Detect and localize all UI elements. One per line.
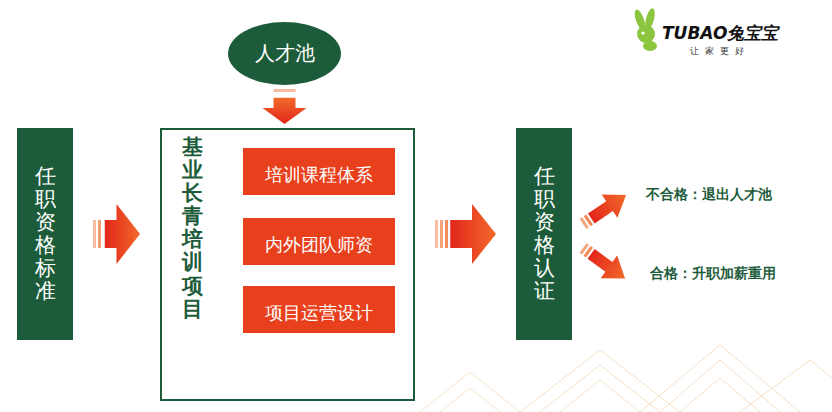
block-arrow xyxy=(105,204,140,264)
project-title: 基业长青培训项目 xyxy=(182,136,203,321)
process-box: 内外团队师资 xyxy=(243,218,395,265)
node-label: 项目运营设计 xyxy=(265,301,373,325)
standard-band: 任职资格标准 xyxy=(17,128,73,340)
node-label: 人才池 xyxy=(255,40,315,67)
arrow-stripe xyxy=(435,220,438,248)
talent-pool-ellipse: 人才池 xyxy=(228,22,341,85)
rabbit-logo xyxy=(632,7,657,51)
ellipse-shape xyxy=(228,22,341,85)
node-label: 内外团队师资 xyxy=(265,233,373,257)
project-box: 基业长青培训项目 培训课程体系内外团队师资项目运营设计 xyxy=(160,128,415,401)
arrow-stripe xyxy=(274,89,296,92)
node-label: 任职资格认证 xyxy=(534,165,555,304)
block-arrow xyxy=(263,98,307,124)
pass-arrow xyxy=(575,237,634,290)
brand-logo-text: TUBAO兔宝宝 xyxy=(662,22,778,45)
fail-outcome: 不合格：退出人才池 xyxy=(646,186,772,204)
arrow-group xyxy=(435,204,496,264)
arrow-group xyxy=(263,89,307,124)
arrow-group xyxy=(93,204,140,264)
certification-band: 任职资格认证 xyxy=(516,128,572,340)
block-arrow xyxy=(450,204,496,264)
arrow-stripe xyxy=(93,220,96,248)
arrow-stripe xyxy=(98,220,101,248)
arrow-stripe xyxy=(440,220,443,248)
arrow-stripe xyxy=(445,220,448,248)
pass-outcome: 合格：升职加薪重用 xyxy=(650,265,776,283)
node-label: 培训课程体系 xyxy=(265,163,373,187)
fail-arrow xyxy=(575,183,634,235)
node-label: 任职资格标准 xyxy=(35,165,56,304)
process-box: 项目运营设计 xyxy=(243,286,395,333)
background-lines xyxy=(420,345,832,412)
process-box: 培训课程体系 xyxy=(243,148,395,195)
brand-slogan: 让家更好 xyxy=(690,45,750,58)
